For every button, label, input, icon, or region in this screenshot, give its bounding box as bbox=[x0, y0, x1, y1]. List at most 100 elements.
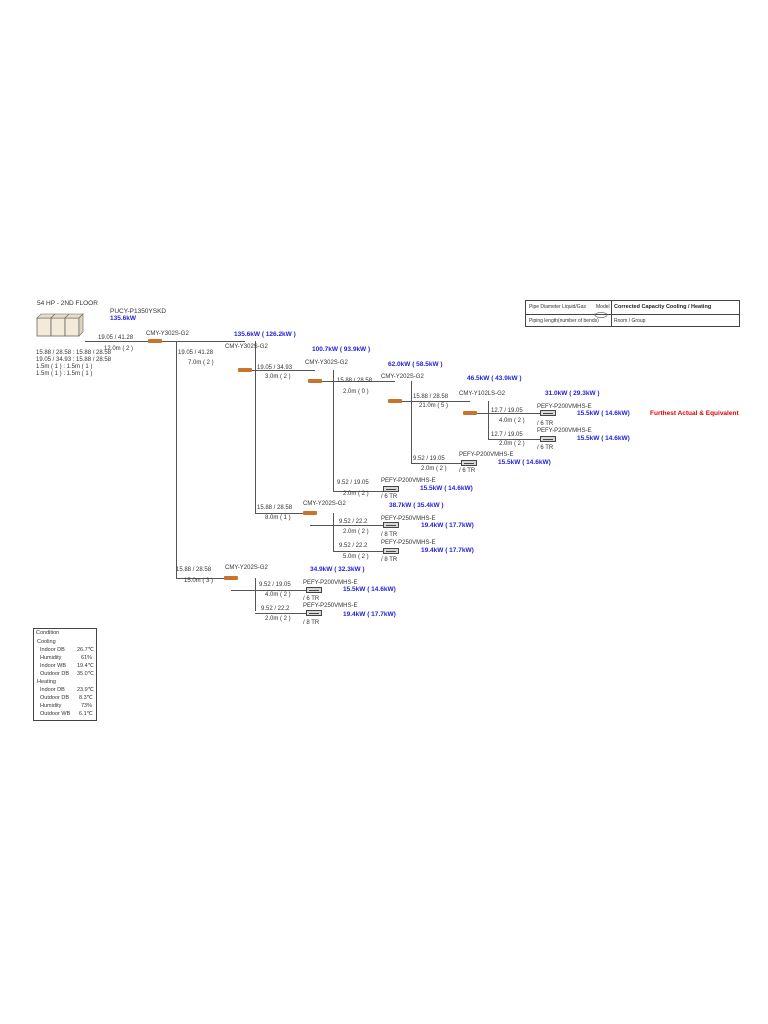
heating-heading: Heating bbox=[37, 679, 56, 685]
indoor-unit-icon bbox=[306, 587, 322, 593]
branch-joint bbox=[238, 368, 252, 372]
joint-model: CMY-Y302S-G2 bbox=[305, 360, 348, 366]
joint-model: CMY-Y102LS-G2 bbox=[459, 391, 506, 397]
branch-joint bbox=[388, 399, 402, 403]
cond-label: Outdoor DB bbox=[40, 671, 70, 677]
pipe-seg bbox=[488, 439, 540, 440]
pipe-diameter: 15.88 / 28.58 bbox=[176, 567, 212, 573]
pipe-diameter: 15.88 / 28.58 bbox=[337, 378, 373, 384]
cond-label: Outdoor DB bbox=[40, 695, 70, 701]
joint-capacity: 34.9kW ( 32.3kW ) bbox=[310, 566, 365, 573]
pipe-length: 2.0m ( 2 ) bbox=[343, 491, 369, 497]
pipe-diameter: 9.52 / 19.05 bbox=[337, 480, 369, 486]
branch-joint bbox=[224, 576, 238, 580]
pipe-diameter: 9.52 / 22.2 bbox=[339, 519, 368, 525]
joint-capacity: 62.0kW ( 58.5kW ) bbox=[388, 361, 443, 368]
indoor-capacity: 19.4kW ( 17.7kW) bbox=[421, 547, 474, 554]
indoor-capacity: 15.5kW ( 14.6kW) bbox=[498, 459, 551, 466]
pipe-seg bbox=[255, 613, 306, 614]
cond-label: Indoor WB bbox=[40, 663, 66, 669]
pipe-length: 2.0m ( 2 ) bbox=[265, 616, 291, 622]
indoor-capacity: 19.4kW ( 17.7kW) bbox=[421, 522, 474, 529]
branch-joint bbox=[463, 411, 477, 415]
cond-value: 6.1℃ bbox=[79, 711, 93, 717]
pipe-diameter: 15.88 / 28.58 bbox=[413, 394, 449, 400]
indoor-room: / 6 TR bbox=[459, 468, 476, 474]
pipe-length: 7.0m ( 2 ) bbox=[188, 360, 214, 366]
indoor-room: / 8 TR bbox=[381, 557, 398, 563]
pipe-trunk-3 bbox=[333, 370, 334, 491]
outdoor-detail-3: 1.5m ( 1 ) : 1.5m ( 1 ) bbox=[36, 364, 93, 370]
pipe-trunk-7 bbox=[255, 578, 256, 611]
indoor-unit-icon bbox=[540, 436, 556, 442]
pipe-length: 8.0m ( 1 ) bbox=[265, 515, 291, 521]
pipe-seg bbox=[333, 491, 383, 492]
pipe-diameter: 15.88 / 28.58 bbox=[257, 505, 293, 511]
cond-label: Outdoor WB bbox=[40, 711, 71, 717]
indoor-unit-icon bbox=[383, 548, 399, 554]
pipe-length: 4.0m ( 2 ) bbox=[265, 592, 291, 598]
joint-model: CMY-Y202S-G2 bbox=[303, 501, 346, 507]
legend-piping-length: Piping length(number of bends) bbox=[529, 318, 599, 324]
furthest-note: Furthest Actual & Equivalent bbox=[650, 410, 739, 417]
pipe-trunk-2 bbox=[255, 341, 256, 513]
legend-model: Model bbox=[596, 304, 610, 310]
joint-model: CMY-Y202S-G2 bbox=[225, 565, 268, 571]
indoor-room: / 6 TR bbox=[303, 596, 320, 602]
branch-joint bbox=[148, 339, 162, 343]
condition-title: Condition bbox=[36, 630, 60, 636]
branch-joint bbox=[303, 511, 317, 515]
cond-value: 35.0℃ bbox=[77, 671, 94, 677]
indoor-model: PEFY-P200VMHS-E bbox=[459, 452, 514, 458]
cond-value: 19.4℃ bbox=[77, 663, 94, 669]
indoor-unit-icon bbox=[383, 522, 399, 528]
pipe-diameter: 9.52 / 19.05 bbox=[413, 456, 445, 462]
pipe-length: 5.0m ( 2 ) bbox=[343, 554, 369, 560]
pipe-length: 3.0m ( 2 ) bbox=[265, 374, 291, 380]
indoor-room: / 6 TR bbox=[537, 445, 554, 451]
pipe-seg bbox=[411, 463, 461, 464]
outdoor-unit-icon bbox=[36, 313, 84, 337]
joint-model: CMY-Y202S-G2 bbox=[381, 374, 424, 380]
indoor-unit-icon bbox=[540, 410, 556, 416]
outdoor-capacity: 135.6kW bbox=[110, 315, 137, 322]
indoor-capacity: 15.5kW ( 14.6kW) bbox=[343, 586, 396, 593]
joint-capacity: 31.0kW ( 29.3kW ) bbox=[545, 390, 600, 397]
indoor-capacity: 19.4kW ( 17.7kW) bbox=[343, 611, 396, 618]
pipe-diameter: 19.05 / 34.93 bbox=[257, 365, 293, 371]
cond-value: 23.9℃ bbox=[77, 687, 94, 693]
cond-label: Indoor DB bbox=[40, 687, 65, 693]
indoor-room: / 6 TR bbox=[381, 494, 398, 500]
pipe-main bbox=[85, 341, 155, 342]
joint-capacity: 135.6kW ( 126.2kW ) bbox=[234, 331, 296, 338]
outdoor-model: PUCY-P1350YSKD bbox=[110, 308, 167, 315]
joint-capacity: 100.7kW ( 93.9kW ) bbox=[312, 346, 371, 353]
indoor-model: PEFY-P200VMHS-E bbox=[303, 580, 358, 586]
pipe-trunk-6 bbox=[333, 513, 334, 551]
condition-box: Condition Cooling Indoor DB 26.7℃ Humidi… bbox=[33, 628, 97, 721]
joint-model: CMY-Y302S-G2 bbox=[225, 344, 268, 350]
legend-joint-icon bbox=[594, 312, 608, 318]
indoor-capacity: 15.5kW ( 14.6kW) bbox=[420, 485, 473, 492]
indoor-model: PEFY-P200VMHS-E bbox=[537, 404, 592, 410]
indoor-model: PEFY-P250VMHS-E bbox=[381, 540, 436, 546]
joint-capacity: 38.7kW ( 35.4kW ) bbox=[389, 502, 444, 509]
joint-capacity: 46.5kW ( 43.9kW ) bbox=[467, 375, 522, 382]
pipe-seg bbox=[231, 590, 306, 591]
indoor-model: PEFY-P200VMHS-E bbox=[537, 428, 592, 434]
joint-model: CMY-Y302S-G2 bbox=[146, 331, 189, 337]
legend-capacity-title: Corrected Capacity Cooling / Heating bbox=[614, 304, 712, 310]
pipe-seg bbox=[315, 381, 395, 382]
pipe-seg bbox=[176, 578, 231, 579]
outdoor-unit bbox=[35, 313, 85, 338]
pipe-seg bbox=[255, 513, 310, 514]
main-pipe-len: 12.0m ( 2 ) bbox=[104, 346, 134, 352]
pipe-length: 2.0m ( 2 ) bbox=[499, 441, 525, 447]
indoor-unit-icon bbox=[461, 460, 477, 466]
indoor-unit-icon bbox=[306, 610, 322, 616]
indoor-capacity: 15.5kW ( 14.6kW) bbox=[577, 410, 630, 417]
cond-label: Humidity bbox=[40, 655, 62, 661]
pipe-seg bbox=[155, 341, 245, 342]
legend-room: Room / Group bbox=[614, 318, 646, 324]
legend-box: Pipe Diameter Liquid/Gas Model Corrected… bbox=[525, 300, 740, 327]
